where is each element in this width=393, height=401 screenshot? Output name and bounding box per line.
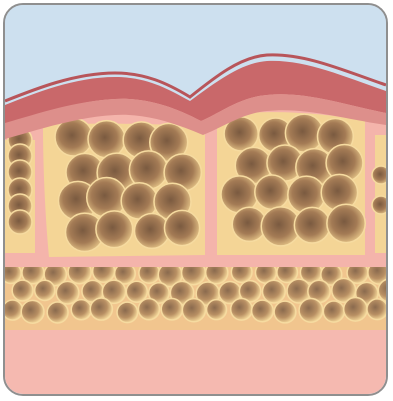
chamber-fat-cell bbox=[55, 118, 93, 156]
subcutaneous-fat-cell bbox=[71, 300, 91, 320]
subcutaneous-fat-cell bbox=[344, 298, 368, 322]
subcutaneous-fat-cell bbox=[299, 298, 323, 322]
subcutaneous-fat-cell bbox=[21, 300, 44, 323]
subcutaneous-fat-cell bbox=[323, 301, 344, 322]
chamber-fat-cell bbox=[88, 121, 125, 158]
subcutaneous-fat-cell bbox=[117, 302, 138, 323]
chamber-fat-cell bbox=[164, 210, 199, 245]
chamber-fat-cell bbox=[8, 210, 32, 234]
chamber-fat-cell bbox=[372, 166, 386, 184]
fat-chamber-right-edge bbox=[375, 135, 386, 253]
subcutaneous-fat-cell bbox=[5, 300, 23, 320]
subcutaneous-fat-cell bbox=[274, 301, 296, 323]
chamber-fat-cell bbox=[372, 196, 386, 214]
subcutaneous-fat-cell bbox=[161, 299, 182, 320]
subcutaneous-fat-cell bbox=[252, 300, 274, 322]
skin-cross-section-illustration bbox=[5, 5, 386, 394]
chamber-fat-cell bbox=[294, 207, 330, 243]
subcutaneous-fat-cell bbox=[90, 298, 112, 320]
chamber-fat-cell bbox=[255, 175, 289, 209]
subcutaneous-fat-cell bbox=[182, 299, 205, 322]
chamber-fat-cell bbox=[327, 204, 365, 242]
subcutaneous-fat-cell bbox=[207, 300, 227, 320]
subcutaneous-fat-cell bbox=[231, 299, 253, 321]
subcutaneous-fat-cell bbox=[35, 280, 55, 300]
subcutaneous-fat-cell bbox=[262, 280, 285, 303]
subcutaneous-fat-cell bbox=[47, 302, 68, 323]
illustration-frame bbox=[3, 3, 388, 396]
chamber-fat-cell bbox=[96, 211, 133, 248]
subcutaneous-fat-cell bbox=[367, 299, 386, 320]
subcutaneous-fat-cell bbox=[12, 280, 33, 301]
subcutaneous-fat-cell bbox=[138, 299, 159, 320]
